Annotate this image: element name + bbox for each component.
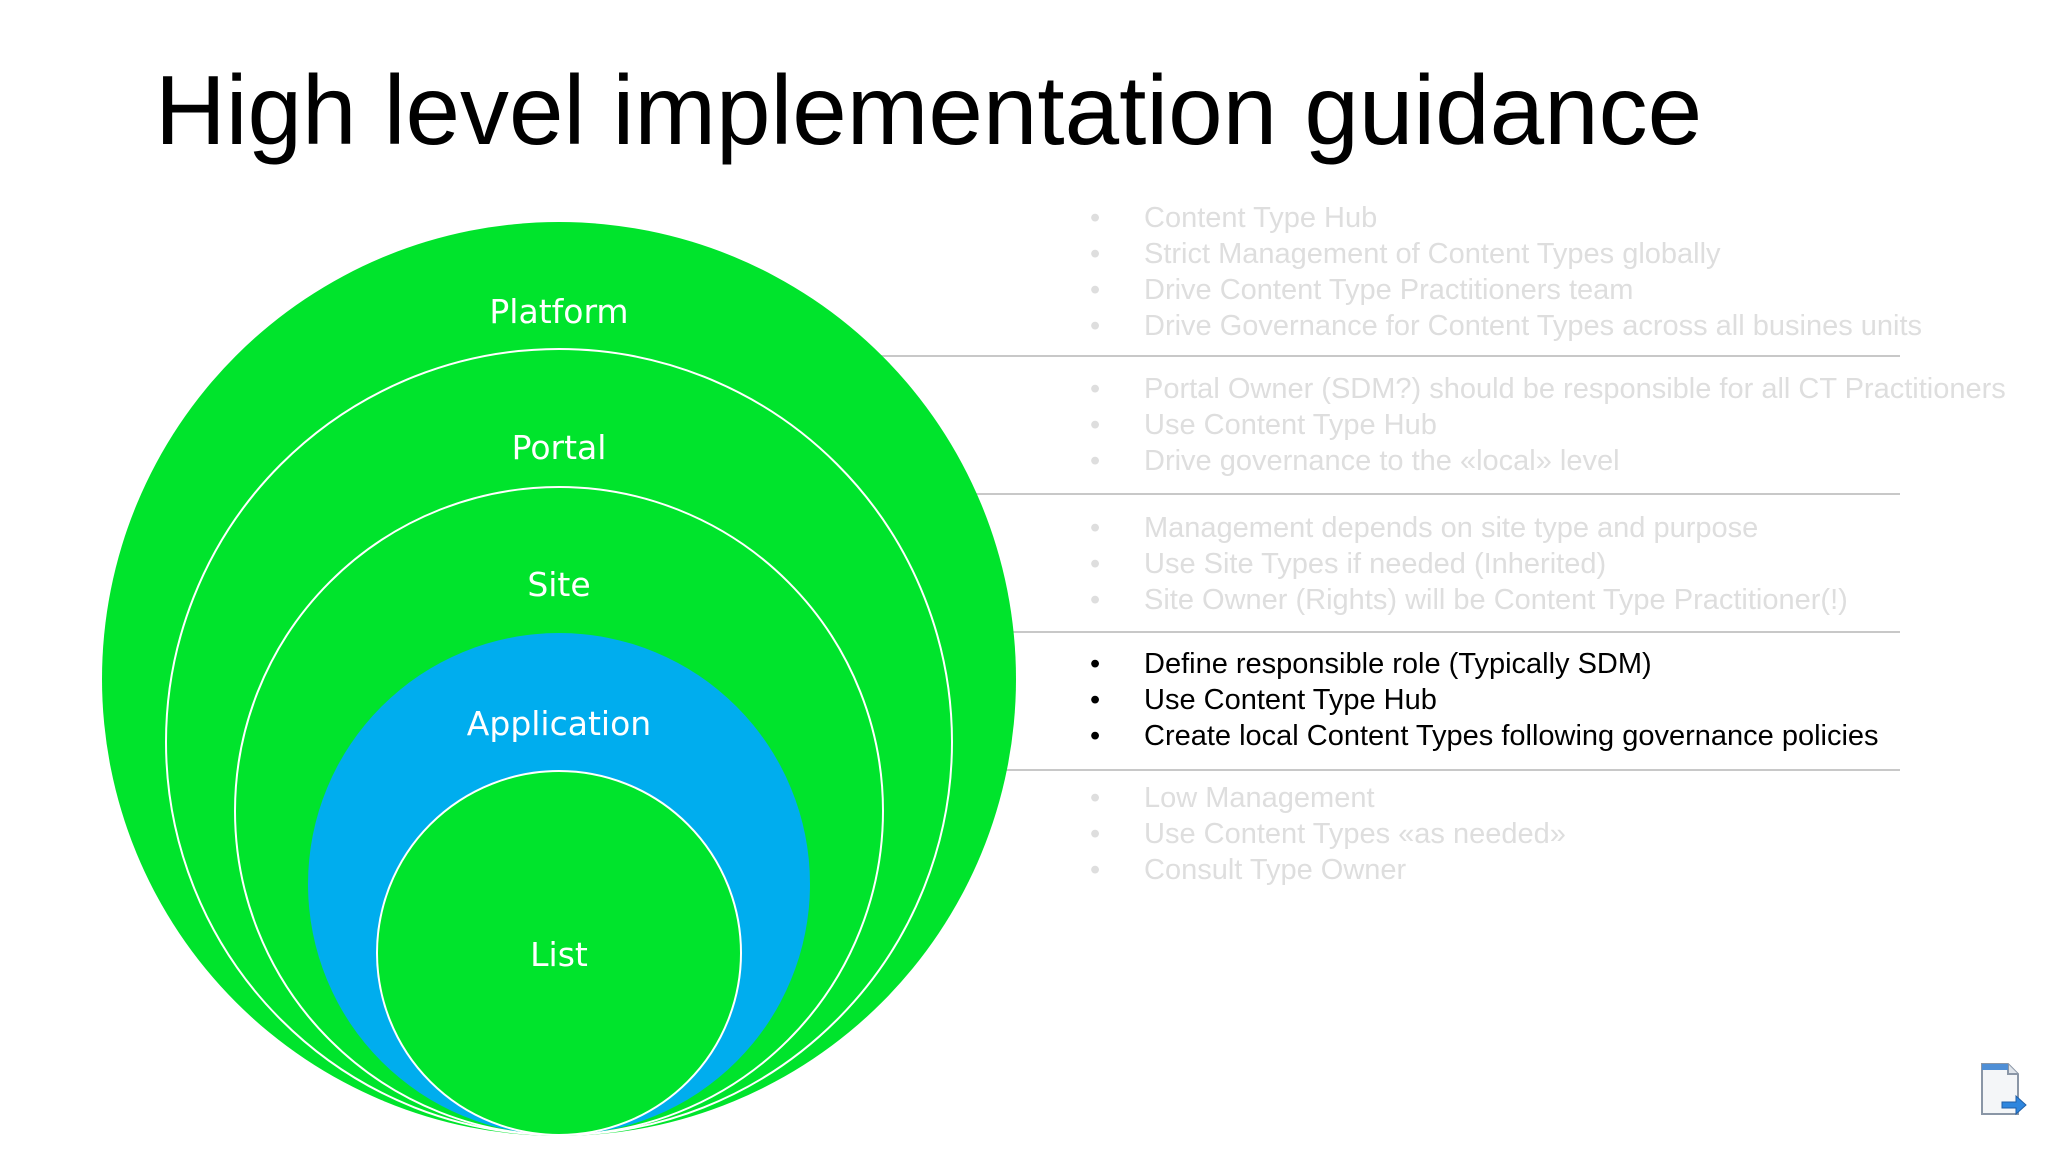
bullet-item: Use Content Types «as needed»: [1090, 816, 1566, 852]
bullet-item: Use Content Type Hub: [1090, 407, 2006, 443]
label-platform: Platform: [489, 292, 628, 331]
label-portal: Portal: [512, 428, 607, 467]
bullet-item: Site Owner (Rights) will be Content Type…: [1090, 582, 1848, 618]
bullet-item: Management depends on site type and purp…: [1090, 510, 1848, 546]
bullet-item: Low Management: [1090, 780, 1566, 816]
bullet-item: Define responsible role (Typically SDM): [1090, 646, 1879, 682]
label-site: Site: [527, 565, 590, 604]
bullet-item: Strict Management of Content Types globa…: [1090, 236, 1922, 272]
bullet-item: Drive Content Type Practitioners team: [1090, 272, 1922, 308]
label-list: List: [530, 935, 588, 974]
platform-bullet-list: Content Type Hub Strict Management of Co…: [1090, 200, 1922, 344]
bullet-item: Create local Content Types following gov…: [1090, 718, 1879, 754]
bullet-item: Drive Governance for Content Types acros…: [1090, 308, 1922, 344]
list-bullet-list: Low Management Use Content Types «as nee…: [1090, 780, 1566, 888]
document-export-icon[interactable]: [1978, 1060, 2028, 1120]
application-bullet-list: Define responsible role (Typically SDM) …: [1090, 646, 1879, 754]
portal-bullet-list: Portal Owner (SDM?) should be responsibl…: [1090, 371, 2006, 479]
bullet-item: Consult Type Owner: [1090, 852, 1566, 888]
bullet-item: Drive governance to the «local» level: [1090, 443, 2006, 479]
circle-list: [376, 770, 742, 1136]
bullet-item: Portal Owner (SDM?) should be responsibl…: [1090, 371, 2006, 407]
bullet-item: Content Type Hub: [1090, 200, 1922, 236]
site-bullet-list: Management depends on site type and purp…: [1090, 510, 1848, 618]
slide-title: High level implementation guidance: [155, 55, 1703, 165]
bullet-item: Use Site Types if needed (Inherited): [1090, 546, 1848, 582]
label-application: Application: [467, 704, 651, 743]
bullet-item: Use Content Type Hub: [1090, 682, 1879, 718]
